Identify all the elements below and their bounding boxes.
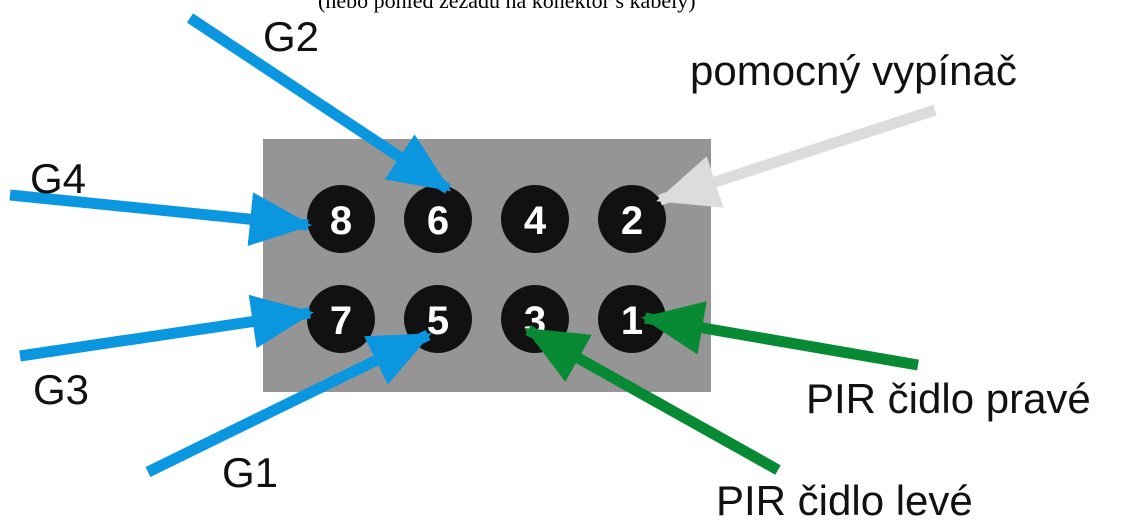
- arrow-pir-left-to-pin-3: [524, 325, 781, 475]
- label-aux-switch: pomocný vypínač: [690, 47, 1017, 94]
- connector-body: [263, 139, 711, 392]
- label-pir-right: PIR čidlo pravé: [806, 375, 1091, 422]
- pin-7: 7: [307, 285, 375, 353]
- pin-2-label: 2: [621, 199, 643, 243]
- arrow-pir-right-to-pin-1: [641, 301, 919, 371]
- arrow-g1-to-pin-5: [145, 330, 432, 477]
- pin-6-label: 6: [427, 199, 449, 243]
- arrow-g2-to-pin-6: [186, 13, 452, 194]
- label-g4: G4: [30, 155, 87, 202]
- label-g3: G3: [33, 366, 90, 413]
- label-pir-left: PIR čidlo levé: [716, 477, 973, 524]
- pin-2: 2: [598, 185, 666, 253]
- arrow-aux-switch-to-pin-2: [656, 104, 937, 208]
- label-g1: G1: [222, 449, 279, 496]
- pin-5-label: 5: [427, 299, 449, 343]
- pin-8-label: 8: [330, 199, 352, 243]
- caption: (nebo pohled zezadu na konektor s kabely…: [318, 0, 696, 13]
- pin-1-label: 1: [621, 299, 643, 343]
- arrow-g4-to-pin-8: [9, 189, 312, 247]
- pin-6: 6: [404, 185, 472, 253]
- pin-4: 4: [501, 185, 569, 253]
- pin-7-label: 7: [330, 299, 352, 343]
- arrow-g3-to-pin-7: [19, 294, 314, 362]
- pin-8: 8: [307, 185, 375, 253]
- label-g2: G2: [263, 13, 320, 60]
- pin-4-label: 4: [524, 199, 547, 243]
